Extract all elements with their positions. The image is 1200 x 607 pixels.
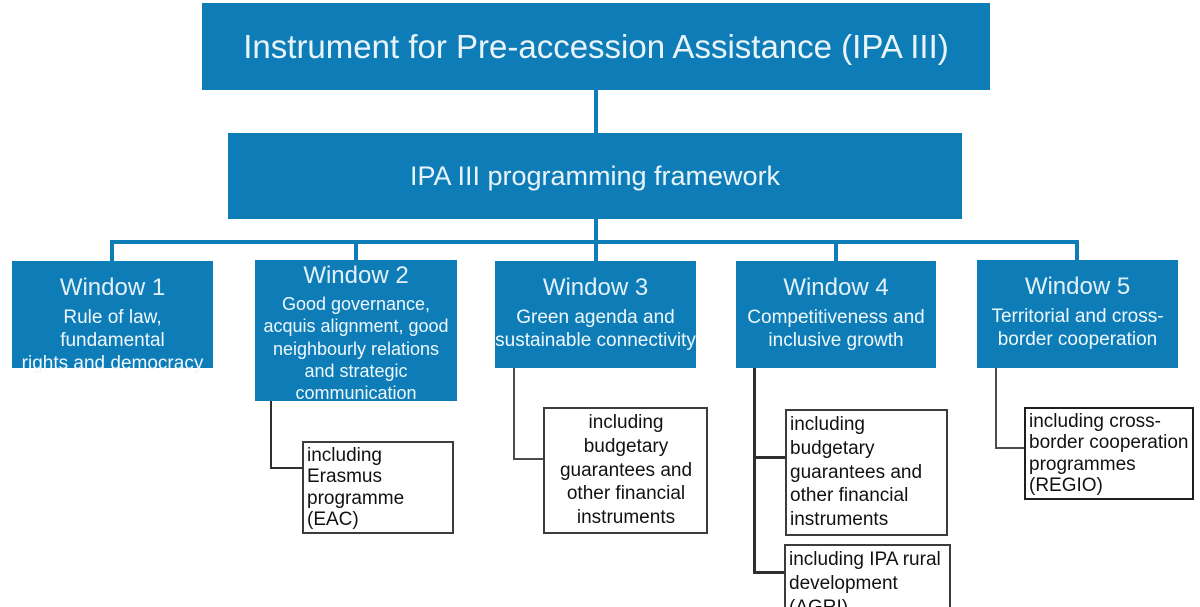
connector-drop-window-2 [354,240,358,261]
connector-window2-sub-horizontal [270,467,302,469]
ipa-title-box: Instrument for Pre-accession Assistance … [202,3,990,90]
subbox-window4-financial-instruments: including budgetary guarantees and other… [785,409,948,536]
connector-window2-sub-vertical [270,401,272,469]
connector-window4-sub-vertical [753,368,756,574]
framework-box: IPA III programming framework [228,133,962,219]
window-2-description: Good governance, acquis alignment, good … [263,294,449,403]
window-1-heading: Window 1 [59,274,166,301]
connector-window3-sub-vertical [513,368,515,460]
connector-window4-sub-horizontal-1 [753,456,785,459]
subbox-ipa-rural-development-agri: including IPA rural development (AGRI) [784,544,951,607]
window-3-box: Window 3 Green agenda and sustainable co… [495,261,696,368]
framework-text: IPA III programming framework [409,160,781,191]
connector-drop-window-1 [110,240,114,261]
window-4-box: Window 4 Competitiveness and inclusive g… [736,261,936,368]
window-5-box: Window 5 Territorial and cross- border c… [977,260,1178,368]
connector-drop-window-4 [834,240,838,261]
ipa-title-text: Instrument for Pre-accession Assistance … [243,27,949,65]
connector-framework-stem [594,219,598,240]
connector-window5-sub-horizontal [995,447,1024,449]
connector-window5-sub-vertical [995,368,997,449]
connector-title-framework [594,90,598,133]
window-1-box: Window 1 Rule of law, fundamental rights… [12,261,213,374]
connector-drop-window-5 [1075,240,1079,261]
window-2-heading: Window 2 [303,262,409,289]
window-3-description: Green agenda and sustainable connectivit… [495,307,696,352]
connector-window3-sub-horizontal [513,458,543,460]
subbox-window3-financial-instruments: including budgetary guarantees and other… [543,407,708,534]
window-1-description: Rule of law, fundamental rights and demo… [21,307,204,374]
connector-drop-window-3 [594,240,598,261]
connector-window4-sub-horizontal-2 [753,571,785,574]
window-4-heading: Window 4 [783,274,889,301]
window-4-description: Competitiveness and inclusive growth [747,307,925,352]
window-5-description: Territorial and cross- border cooperatio… [991,306,1164,351]
subbox-erasmus-eac: including Erasmus programme (EAC) [302,441,454,535]
window-5-heading: Window 5 [1024,273,1131,300]
window-2-box: Window 2 Good governance, acquis alignme… [255,260,457,403]
subbox-cross-border-regio: including cross- border cooperation prog… [1024,407,1194,501]
window-3-heading: Window 3 [542,274,649,301]
